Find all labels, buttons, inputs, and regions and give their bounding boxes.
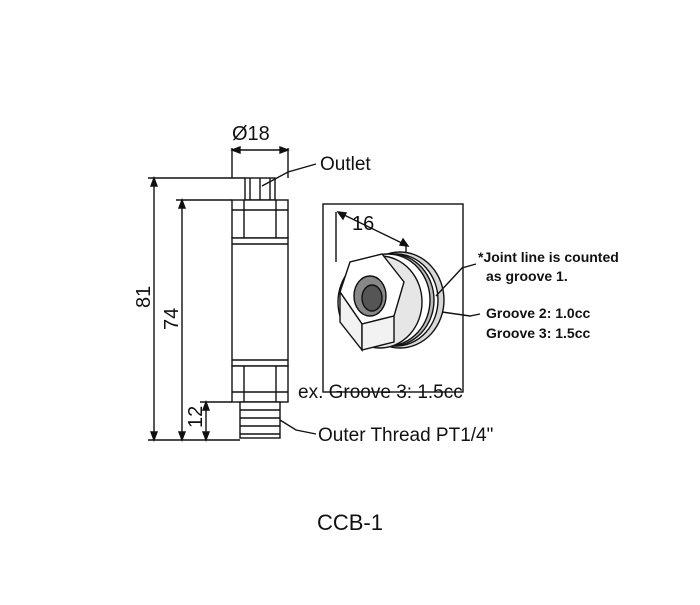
nut-width-label: 16 [352,213,374,235]
nozzle-body [231,177,289,439]
groove-note-leader [441,311,481,317]
joint-note-line2: as groove 1. [486,268,568,284]
outer-thread-label: Outer Thread PT1/4" [318,425,493,446]
joint-note-line1: *Joint line is counted [478,249,619,265]
joint-note-leader [435,263,477,297]
thread-length-label: 12 [185,406,207,428]
body-shaft [231,237,289,367]
body-height-label: 74 [161,308,183,330]
model-title: CCB-1 [317,510,383,535]
diameter-label: Ø18 [232,123,270,145]
groove2-label: Groove 2: 1.0cc [486,305,590,321]
example-label: ex. Groove 3: 1.5cc [298,382,463,403]
height-dimensions [148,176,245,442]
groove3-label: Groove 3: 1.5cc [486,325,590,341]
outlet-leader [261,163,317,187]
outer-thread [239,401,281,439]
bottom-hex-nut [231,365,289,403]
thread-leader [279,419,317,435]
overall-height-label: 81 [133,286,155,308]
top-hex-nut [231,199,289,239]
diameter-dimension [230,145,290,178]
nozzle-end-view [337,251,445,353]
outlet-label: Outlet [320,154,371,175]
